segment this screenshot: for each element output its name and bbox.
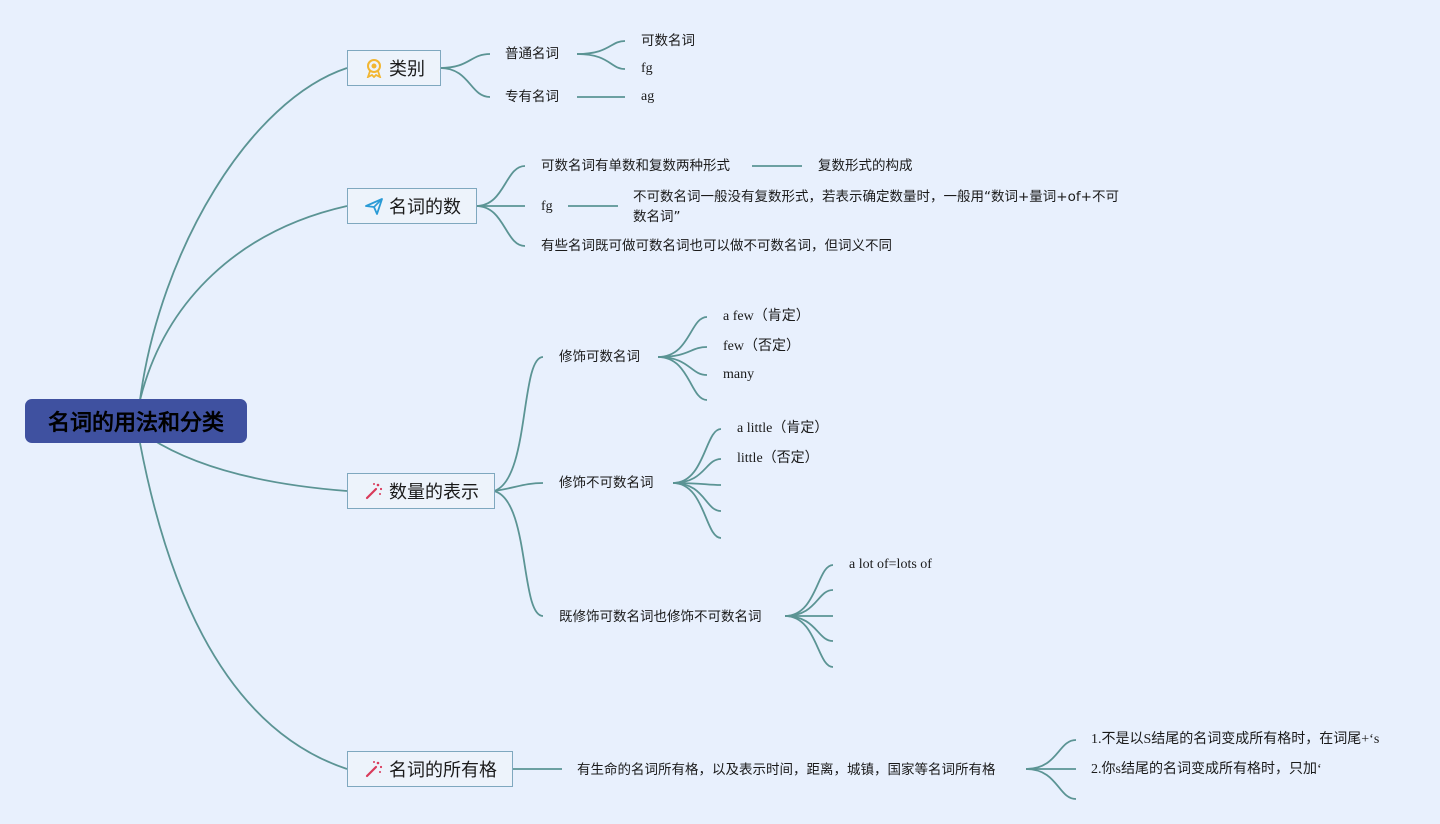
node-modify-both[interactable]: 既修饰可数名词也修饰不可数名词 [559, 609, 762, 625]
node-common-noun[interactable]: 普通名词 [505, 46, 559, 62]
node-proper-noun[interactable]: 专有名词 [505, 89, 559, 105]
node-both-countable[interactable]: 有些名词既可做可数名词也可以做不可数名词，但词义不同 [541, 238, 892, 254]
topic-possessive-label: 名词的所有格 [389, 760, 497, 781]
topic-noun-number[interactable]: 名词的数 [347, 188, 477, 224]
magic-wand-icon [364, 759, 384, 779]
node-modify-countable[interactable]: 修饰可数名词 [559, 349, 640, 365]
award-ribbon-icon [364, 58, 384, 78]
root-topic[interactable]: 名词的用法和分类 [25, 399, 247, 443]
paper-plane-icon [364, 196, 384, 216]
node-possessive-rule-2[interactable]: 2.你s结尾的名词变成所有格时，只加‘ [1091, 762, 1322, 777]
node-possessive-main[interactable]: 有生命的名词所有格，以及表示时间，距离，城镇，国家等名词所有格 [577, 762, 996, 778]
node-ag[interactable]: ag [641, 89, 655, 104]
node-many[interactable]: many [723, 367, 755, 382]
node-modify-uncountable[interactable]: 修饰不可数名词 [559, 475, 654, 491]
node-a-lot-of[interactable]: a lot of=lots of [849, 557, 932, 572]
node-countable-noun[interactable]: 可数名词 [641, 33, 695, 49]
topic-noun-number-label: 名词的数 [389, 197, 461, 218]
node-number-fg[interactable]: fg [541, 199, 553, 214]
topic-possessive[interactable]: 名词的所有格 [347, 751, 513, 787]
magic-wand-icon [364, 481, 384, 501]
topic-category[interactable]: 类别 [347, 50, 441, 86]
node-little[interactable]: little（否定） [737, 451, 819, 466]
node-few[interactable]: few（否定） [723, 339, 800, 354]
node-singular-plural[interactable]: 可数名词有单数和复数两种形式 [541, 158, 730, 174]
node-a-little[interactable]: a little（肯定） [737, 421, 829, 436]
node-possessive-rule-1[interactable]: 1.不是以S结尾的名词变成所有格时，在词尾+‘s [1091, 732, 1380, 747]
topic-quantity[interactable]: 数量的表示 [347, 473, 495, 509]
node-fg[interactable]: fg [641, 61, 653, 76]
node-uncountable-rule[interactable]: 不可数名词一般没有复数形式，若表示确定数量时，一般用“数词+量词+of+不可数名… [633, 189, 1119, 225]
topic-quantity-label: 数量的表示 [389, 482, 479, 503]
node-plural-formation[interactable]: 复数形式的构成 [818, 158, 913, 174]
topic-category-label: 类别 [389, 59, 425, 80]
node-a-few[interactable]: a few（肯定） [723, 309, 810, 324]
root-title: 名词的用法和分类 [47, 411, 224, 436]
